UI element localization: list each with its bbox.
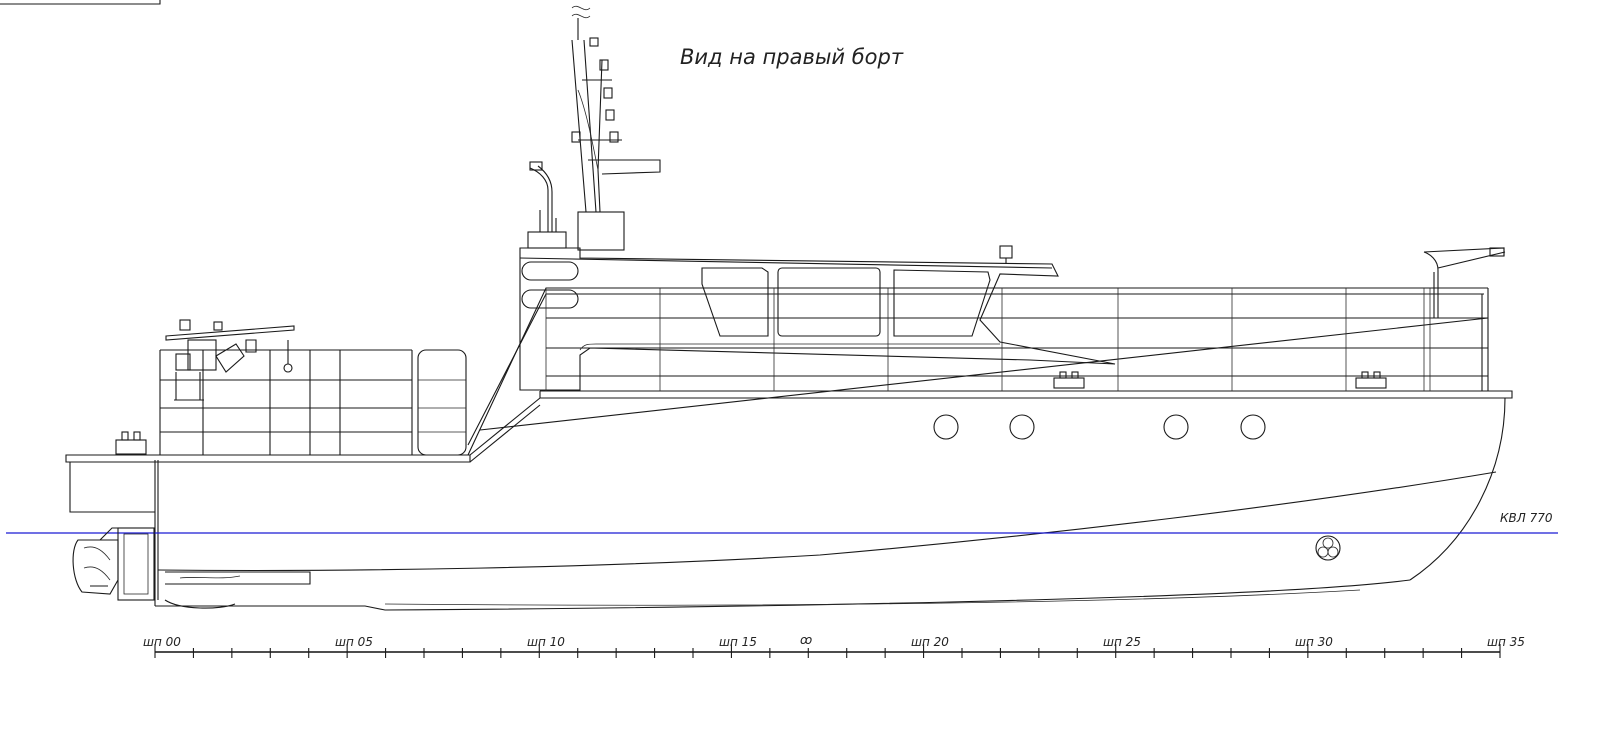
- frame-scale: [154, 644, 1501, 658]
- hull: [65, 390, 1513, 611]
- main-deck-railing: [467, 287, 1489, 456]
- frame-label: шп 30: [1295, 635, 1333, 649]
- view-title: Вид на правый борт: [680, 45, 904, 69]
- frame-label: шп 10: [527, 635, 565, 649]
- midship-symbol: ꝏ: [800, 633, 812, 647]
- frame-label: шп 15: [719, 635, 757, 649]
- porthole: [933, 414, 959, 440]
- frame-label: шп 00: [143, 635, 181, 649]
- frame-labels: шп 00 шп 05 шп 10 шп 15 шп 20 шп 25 шп 3…: [143, 633, 1525, 649]
- superstructure: [519, 210, 1116, 391]
- deck-bollard: [1053, 371, 1085, 389]
- davit-crane: [165, 319, 295, 401]
- frame-label: шп 35: [1487, 635, 1525, 649]
- bow-thruster-symbol: [1315, 535, 1341, 561]
- frame-label: шп 20: [911, 635, 949, 649]
- porthole: [1240, 414, 1266, 440]
- title-block-corner: [0, 0, 161, 5]
- bow-davit: [1423, 247, 1506, 318]
- frame-label: шп 05: [335, 635, 373, 649]
- deck-bollard: [1355, 371, 1387, 389]
- aft-bollard: [115, 431, 147, 455]
- frame-label: шп 25: [1103, 635, 1141, 649]
- waterline-label: КВЛ 770: [1500, 511, 1553, 525]
- outboard-engines: [72, 527, 155, 601]
- porthole: [1009, 414, 1035, 440]
- searchlight: [999, 245, 1013, 264]
- roof-davit: [529, 161, 553, 232]
- mast: [571, 5, 661, 213]
- porthole: [1163, 414, 1189, 440]
- aft-railing: [159, 349, 467, 456]
